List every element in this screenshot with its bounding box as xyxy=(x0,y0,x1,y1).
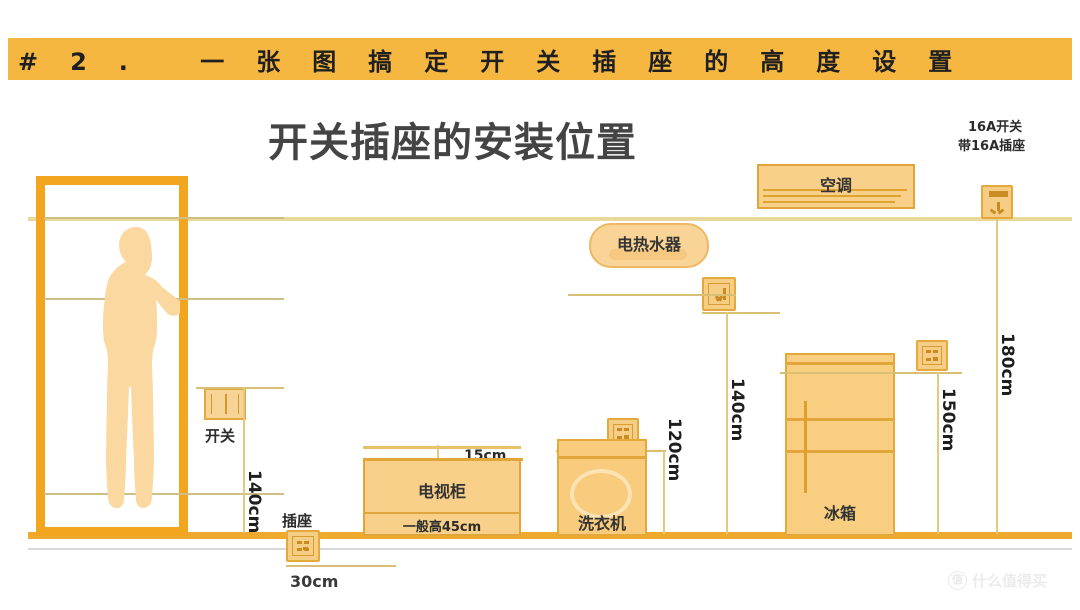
refrigerator-handle xyxy=(804,401,807,493)
switch-height-label: 140cm xyxy=(244,470,264,534)
socket-label: 插座 xyxy=(282,512,313,530)
washing-machine-drum xyxy=(570,469,632,519)
watermark-badge-icon: 值 xyxy=(948,571,967,590)
socket-level-tick xyxy=(286,565,396,567)
tv-cabinet-note: 一般高45cm xyxy=(402,520,482,535)
section-header-banner: #2. 一张图搞定开关插座的高度设置 xyxy=(8,38,1072,80)
tv-cabinet xyxy=(363,458,521,536)
site-watermark: 值 什么值得买 xyxy=(948,570,1047,591)
aircon-vent-line-2 xyxy=(763,195,901,197)
aircon-vent-line-1 xyxy=(763,189,907,191)
switch-level-tick xyxy=(196,387,284,389)
water-heater-slot xyxy=(609,249,687,260)
socket-inner-frame xyxy=(292,536,314,556)
aircon-socket-note-line1: 16A开关 xyxy=(968,120,1023,135)
refrigerator-socket-level-tick xyxy=(780,372,962,374)
washer-socket-height-label: 120cm xyxy=(664,418,684,482)
door-frame xyxy=(36,176,188,536)
aircon-socket-note-line2: 带16A插座 xyxy=(958,139,1026,154)
water-heater-wall-line xyxy=(568,294,736,296)
tv-socket-drop-line xyxy=(437,445,439,459)
socket-height-label: 30cm xyxy=(290,572,339,591)
wall-rail-bottom xyxy=(44,493,284,495)
switch-dimension-line xyxy=(243,387,245,533)
switch-label: 开关 xyxy=(205,427,236,445)
low-socket-icon xyxy=(286,530,320,562)
watermark-text: 什么值得买 xyxy=(972,572,1048,590)
water-heater xyxy=(589,223,709,268)
switch-divider xyxy=(225,394,227,414)
water-heater-socket-height-label: 140cm xyxy=(727,378,747,442)
water-heater-dimension-line xyxy=(726,312,728,534)
washing-machine-label: 洗衣机 xyxy=(577,514,626,533)
tv-cabinet-divider xyxy=(365,512,519,514)
refrigerator-divider-2 xyxy=(787,450,893,453)
aircon-dimension-line xyxy=(996,219,998,534)
aircon-socket-height-label: 180cm xyxy=(997,333,1017,397)
washer-dimension-line xyxy=(663,450,665,534)
wall-rail-top xyxy=(44,217,284,219)
ceiling-reference-line xyxy=(28,217,1072,221)
tv-cabinet-label: 电视柜 xyxy=(417,482,466,501)
aircon-vent-line-3 xyxy=(763,201,895,203)
tv-wall-line xyxy=(363,446,521,449)
refrigerator-socket-icon xyxy=(916,340,948,371)
water-heater-label: 电热水器 xyxy=(616,235,681,254)
aircon-socket-icon xyxy=(981,185,1013,219)
refrigerator-top-band xyxy=(787,362,893,365)
socket-inner-frame xyxy=(922,346,942,365)
refrigerator-divider-1 xyxy=(787,418,893,421)
refrigerator-label: 冰箱 xyxy=(823,504,856,523)
banner-title: #2. 一张图搞定开关插座的高度设置 xyxy=(18,47,985,76)
refrigerator-socket-height-label: 150cm xyxy=(938,388,958,452)
tv-cabinet-top-rail xyxy=(363,458,523,461)
installation-height-diagram: 开关插座的安装位置 开关 140cm 插座 30cm xyxy=(0,88,1080,591)
washing-machine-panel-band xyxy=(559,456,645,459)
air-conditioner-label: 空调 xyxy=(819,176,852,195)
water-heater-socket-level-tick xyxy=(702,312,780,314)
diagram-title: 开关插座的安装位置 xyxy=(268,120,637,166)
refrigerator xyxy=(785,353,895,536)
person-silhouette-icon xyxy=(103,227,180,508)
wall-switch-icon xyxy=(204,388,246,420)
floor-line xyxy=(28,532,1072,539)
floor-shadow-line xyxy=(28,548,1072,550)
refrigerator-dimension-line xyxy=(937,372,939,534)
